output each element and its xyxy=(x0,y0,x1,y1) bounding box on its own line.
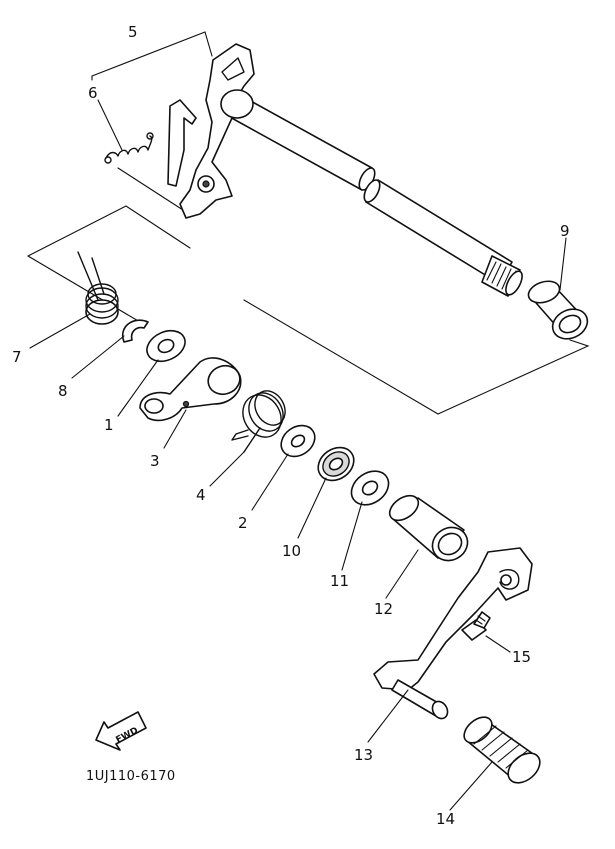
label-7: 7 xyxy=(12,348,22,366)
bush xyxy=(388,494,469,562)
assembly-large-bracket xyxy=(27,205,590,415)
label-4: 4 xyxy=(196,486,206,504)
label-10: 10 xyxy=(282,542,301,560)
label-1: 1 xyxy=(104,416,114,434)
oil-seal xyxy=(317,446,355,482)
small-spring xyxy=(104,132,154,164)
label-14: 14 xyxy=(436,810,455,828)
assembly-5-bracket xyxy=(91,31,213,211)
bolt xyxy=(461,611,491,641)
washer-11 xyxy=(350,470,390,506)
collar xyxy=(527,280,589,340)
label-3: 3 xyxy=(150,452,160,470)
part-labels: 5 6 9 7 8 1 3 4 2 10 11 12 15 13 14 xyxy=(12,23,570,828)
leader-lines xyxy=(29,99,567,811)
torsion-spring xyxy=(77,251,119,325)
circlip xyxy=(121,319,149,343)
label-11: 11 xyxy=(330,572,349,590)
label-2: 2 xyxy=(238,514,248,532)
washer-1 xyxy=(146,329,186,363)
shift-shaft-assembly xyxy=(167,43,523,297)
label-9: 9 xyxy=(560,222,570,240)
label-8: 8 xyxy=(58,382,68,400)
label-5: 5 xyxy=(128,23,138,41)
diagram-code: 1UJ110-6170 xyxy=(86,769,176,784)
shift-lever-arm xyxy=(139,357,242,422)
label-15: 15 xyxy=(512,648,531,666)
washer-2 xyxy=(280,424,316,458)
label-12: 12 xyxy=(374,600,393,618)
coil-spring xyxy=(231,390,286,453)
label-6: 6 xyxy=(88,84,98,102)
shift-pedal xyxy=(373,547,533,720)
rubber-peg xyxy=(463,716,541,784)
label-13: 13 xyxy=(354,746,373,764)
fwd-arrow-icon: FWD xyxy=(95,711,147,751)
